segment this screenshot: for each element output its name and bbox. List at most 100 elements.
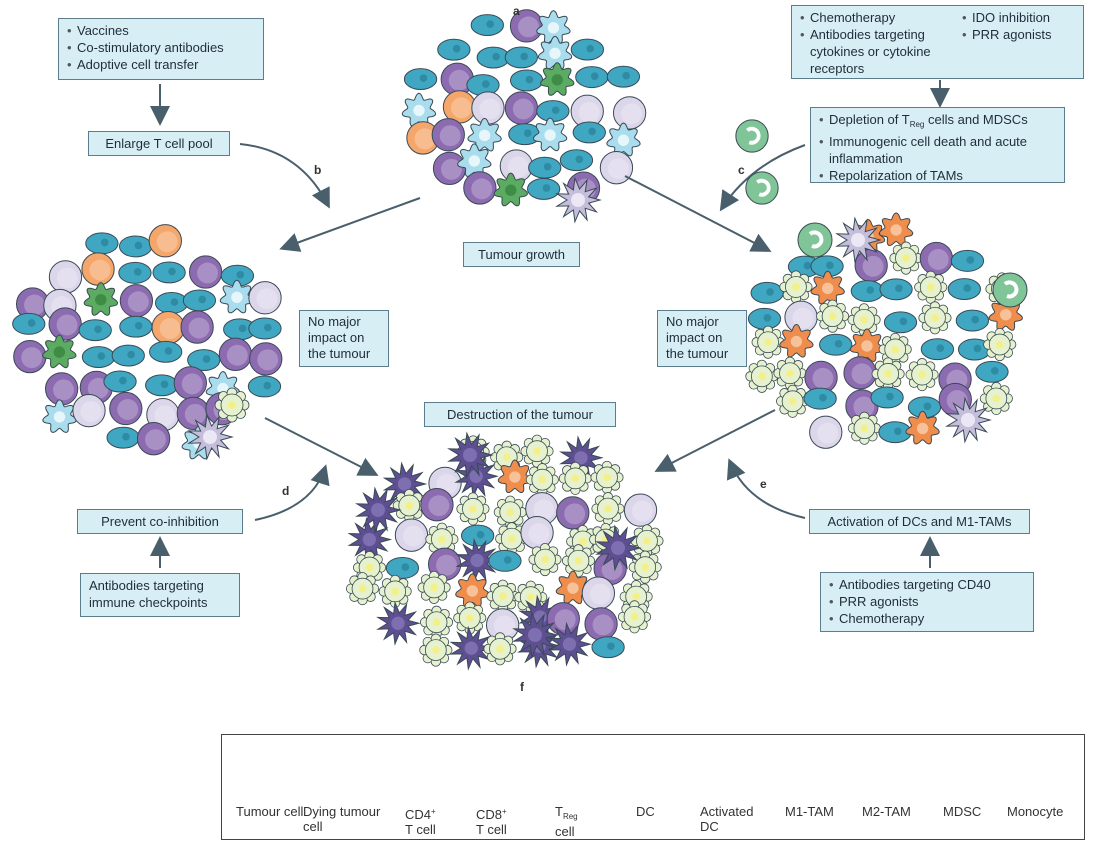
- step-a-label: a: [513, 4, 520, 18]
- legend-label-dying: Dying tumour cell: [303, 804, 381, 834]
- dying-tumour-cell-icon: [617, 600, 652, 634]
- activated-dendritic-cell-icon: [447, 431, 494, 479]
- tumour-cell-icon: [606, 65, 641, 88]
- dying-tumour-cell-icon: [816, 299, 850, 333]
- cd8-t-cell-icon: [804, 360, 838, 395]
- treg-cell-icon: [148, 224, 182, 258]
- activated-dendritic-cell-icon: [382, 461, 428, 507]
- tumour-cell-icon: [955, 309, 990, 332]
- tumour-cell-icon: [145, 374, 179, 397]
- m1-tam-icon: [810, 270, 845, 305]
- tumour-cell-icon: [747, 307, 782, 330]
- tumour-cell-icon: [103, 370, 137, 393]
- dendritic-cell-icon: [555, 176, 602, 224]
- dying-tumour-cell-icon: [776, 384, 810, 418]
- mdsc-icon: [493, 172, 528, 207]
- tumour-cell-icon: [187, 349, 221, 371]
- cd8-t-cell-icon: [136, 422, 171, 456]
- dying-tumour-cell-icon: [525, 463, 559, 497]
- list-item: Adoptive cell transfer: [67, 56, 255, 73]
- list-item: PRR agonists: [829, 593, 1025, 610]
- tumour-cell-icon: [470, 14, 504, 37]
- tumour-cell-icon: [118, 261, 152, 284]
- arrow-growth-left: [279, 197, 421, 252]
- cd8-t-cell-icon: [173, 366, 207, 400]
- tumour-cell-icon: [152, 261, 186, 284]
- tumour-cell-icon: [883, 311, 918, 334]
- tumour-cell-icon: [526, 177, 561, 200]
- dying-tumour-cell-icon: [558, 461, 592, 495]
- cluster-a: [401, 9, 647, 224]
- dying-tumour-cell-icon: [590, 460, 624, 494]
- tumour-growth-box: Tumour growth: [463, 242, 580, 267]
- arrow-right-to-destruction: [654, 409, 776, 472]
- checkpoint-antibodies-box: Antibodies targeting immune checkpoints: [80, 573, 240, 617]
- list-item: Chemotherapy: [800, 9, 960, 26]
- activated-dendritic-cell-icon: [512, 611, 559, 659]
- dying-tumour-cell-icon: [779, 270, 813, 304]
- legend-label-m2: M2-TAM: [862, 804, 911, 819]
- step-d-label: d: [282, 484, 290, 498]
- cd4-t-cell-icon: [599, 151, 634, 185]
- list-item: Immunogenic cell death and acute inflamm…: [819, 133, 1056, 167]
- tumour-cell-icon: [119, 315, 153, 338]
- cd8-t-cell-icon: [919, 241, 954, 276]
- dying-tumour-cell-icon: [456, 492, 490, 526]
- cd8-t-cell-icon: [584, 607, 618, 641]
- cd4-t-cell-icon: [48, 260, 83, 294]
- legend-label-activated-dc: Activated DC: [700, 804, 754, 834]
- activated-dendritic-cell-icon: [449, 625, 495, 671]
- arrow-left-to-destruction: [264, 417, 379, 476]
- dying-tumour-cell-icon: [889, 241, 923, 275]
- dying-tumour-cell-icon: [773, 356, 807, 390]
- tumour-cell-icon: [106, 426, 140, 449]
- dying-tumour-cell-icon: [392, 488, 426, 523]
- tumour-cell-icon: [750, 281, 784, 304]
- treg-cell-icon: [151, 310, 185, 345]
- dying-tumour-cell-icon: [345, 572, 380, 606]
- monocyte-icon: [745, 171, 779, 205]
- tumour-cell-icon: [975, 360, 1009, 383]
- step-e-label: e: [760, 477, 767, 491]
- cd4-t-cell-icon: [809, 415, 843, 449]
- tumour-cell-icon: [247, 375, 282, 398]
- activated-dendritic-cell-icon: [376, 600, 421, 646]
- cd4-t-cell-icon: [520, 515, 554, 550]
- tumour-cell-icon: [536, 100, 570, 123]
- cd8-t-cell-icon: [420, 488, 454, 522]
- cd8-t-cell-icon: [13, 339, 47, 374]
- list-item: Antibodies targeting cytokines or cytoki…: [800, 26, 960, 77]
- cd4-t-cell-icon: [581, 576, 616, 610]
- list-item: Chemotherapy: [829, 610, 1025, 627]
- list-item: Antibodies targeting CD40: [829, 576, 1025, 593]
- list-item: Vaccines: [67, 22, 255, 39]
- activated-dendritic-cell-icon: [455, 537, 500, 584]
- dying-tumour-cell-icon: [905, 358, 939, 392]
- legend-label-cd4: CD4+T cell: [405, 807, 436, 837]
- cd8-t-cell-icon: [843, 356, 877, 390]
- mdsc-icon: [540, 62, 575, 96]
- cd8-t-cell-icon: [119, 284, 154, 318]
- cd40-list-box: Antibodies targeting CD40 PRR agonists C…: [820, 572, 1034, 632]
- cd8-t-cell-icon: [188, 255, 223, 289]
- cd8-t-cell-icon: [48, 307, 82, 341]
- m2-tam-icon: [536, 10, 571, 44]
- step-b-label: b: [314, 163, 322, 177]
- dying-tumour-cell-icon: [914, 270, 948, 304]
- tumour-cell-icon: [182, 289, 217, 312]
- tumour-cell-icon: [476, 46, 510, 69]
- tumour-cell-icon: [850, 280, 885, 302]
- cd8-t-cell-icon: [440, 62, 474, 96]
- tumour-cell-icon: [437, 38, 471, 61]
- cd4-t-cell-icon: [612, 96, 647, 130]
- dying-tumour-cell-icon: [520, 434, 554, 468]
- dying-tumour-cell-icon: [419, 633, 453, 667]
- tumour-cell-icon: [591, 636, 625, 659]
- chemotherapy-list-box: Chemotherapy Antibodies targeting cytoki…: [791, 5, 1084, 79]
- activated-dendritic-cell-icon: [595, 524, 642, 572]
- tumour-cell-icon: [575, 66, 609, 89]
- cd4-t-cell-icon: [72, 393, 106, 428]
- tumour-cell-icon: [385, 557, 420, 579]
- tumour-cell-icon: [947, 278, 982, 300]
